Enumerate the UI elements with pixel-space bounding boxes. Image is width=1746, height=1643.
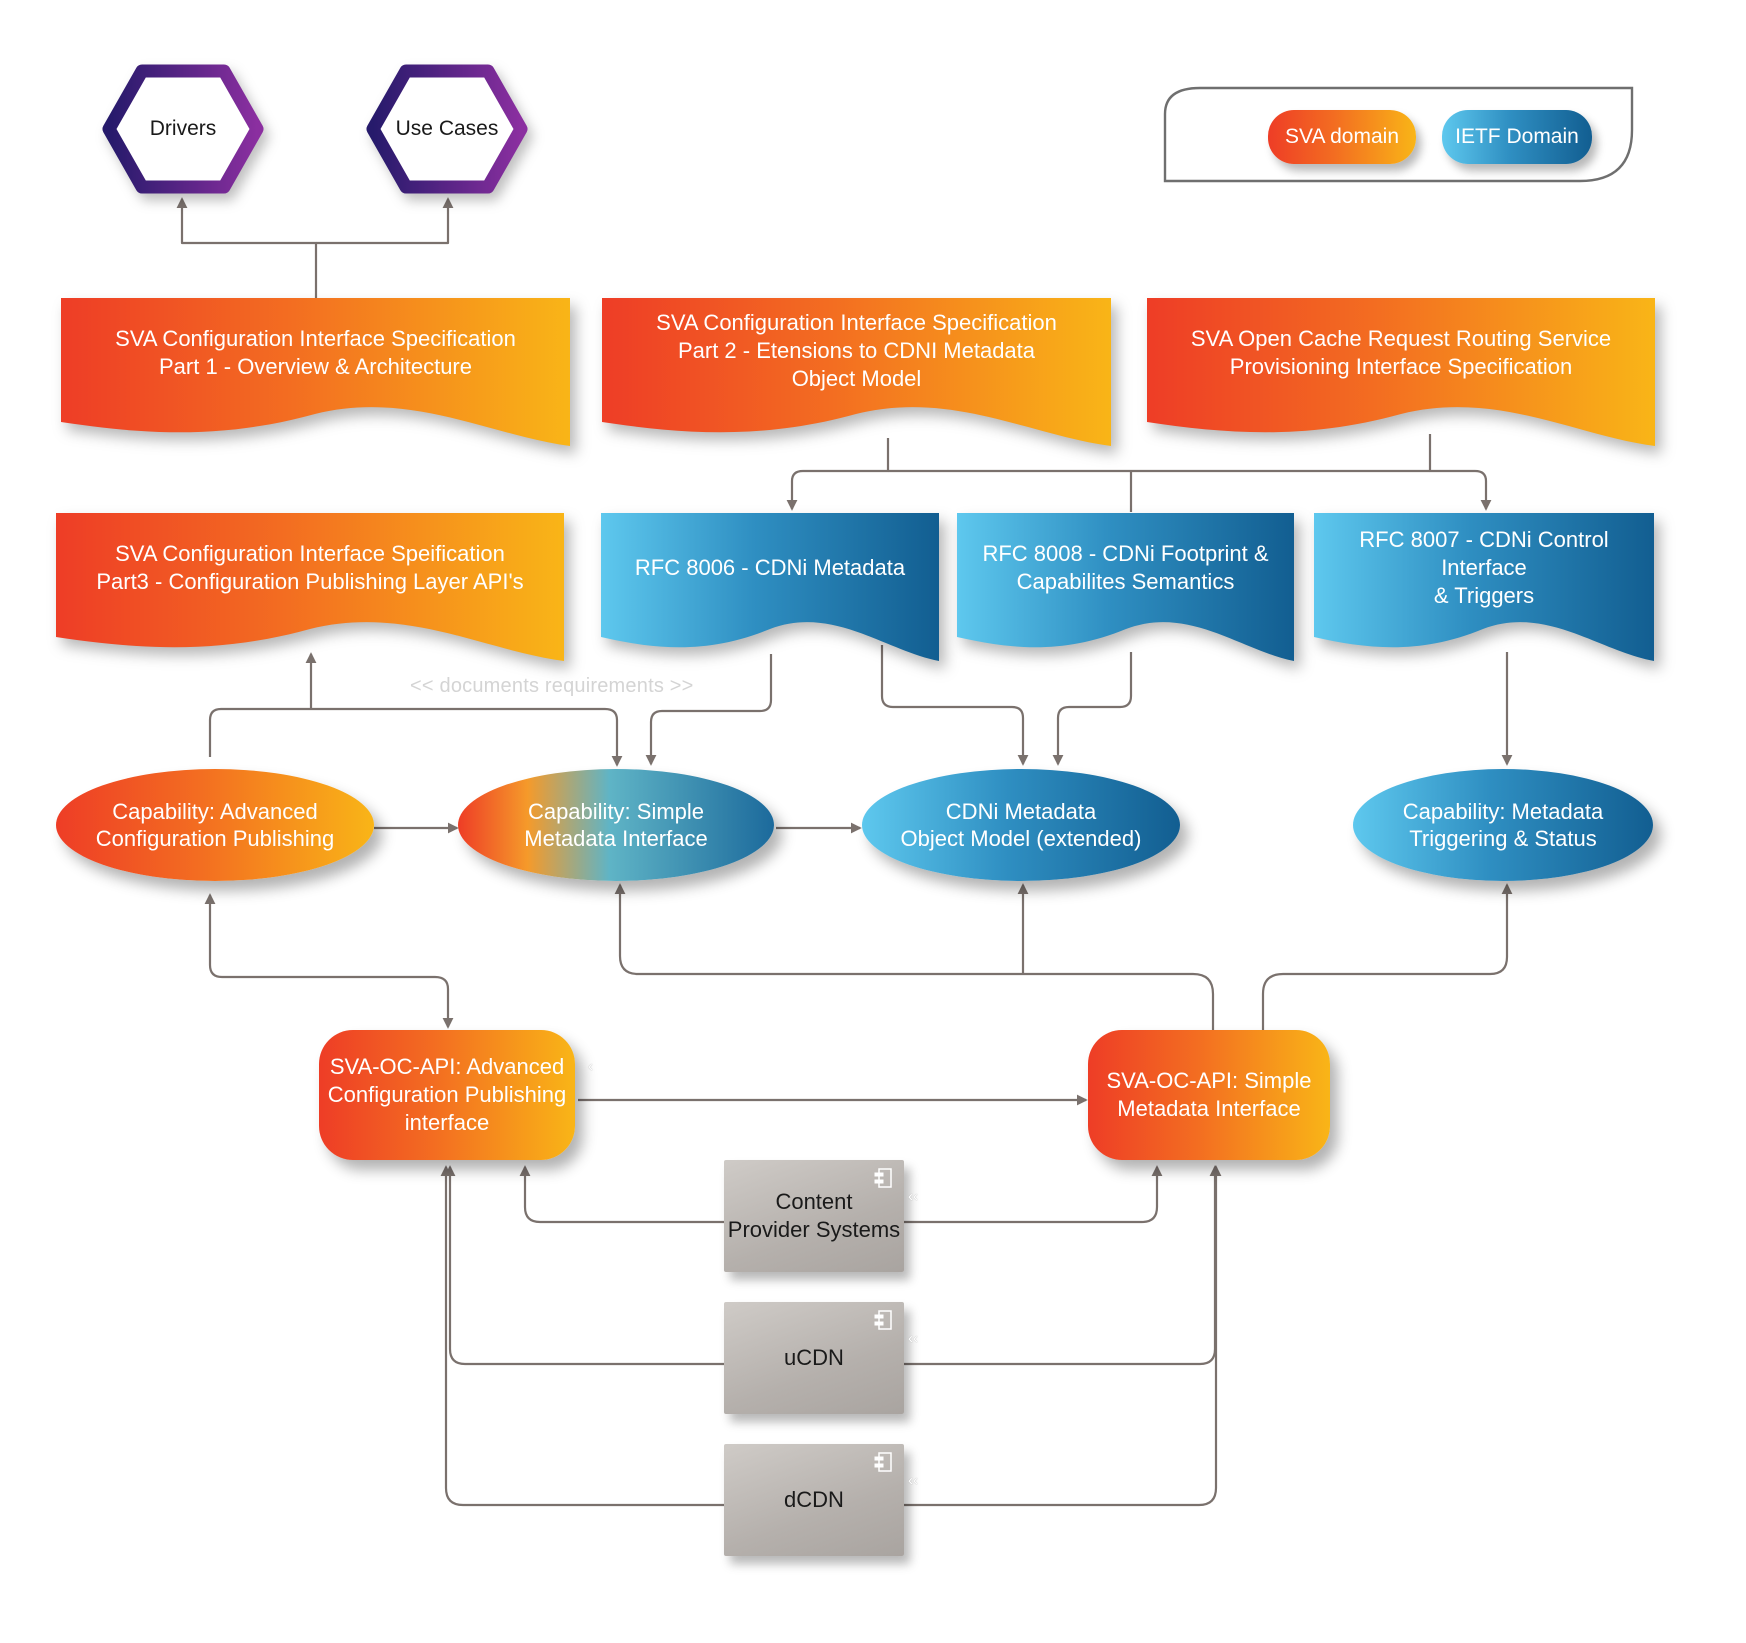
hexagon-shape <box>102 64 264 194</box>
wire-ucdn-apiadv <box>444 1165 724 1366</box>
doc-sva-part2[interactable]: SVA Configuration Interface Specificatio… <box>602 298 1111 448</box>
capability-triggering-label: Capability: Metadata Triggering & Status <box>1402 799 1604 851</box>
doc-sva-part2-label: SVA Configuration Interface Specificatio… <box>656 310 1057 391</box>
doc-sva-ocrr-label: SVA Open Cache Request Routing Service P… <box>1190 326 1612 379</box>
stereotype-chevron: ‹‹ <box>908 1188 918 1205</box>
doc-rfc8007-label: RFC 8007 - CDNi Control Interface & Trig… <box>1359 527 1609 608</box>
wire-rfc8006-objmodel <box>880 645 1029 766</box>
api-advanced-label: SVA-OC-API: Advanced Configuration Publi… <box>327 1054 567 1135</box>
doc-rfc8006[interactable]: RFC 8006 - CDNi Metadata <box>601 513 939 663</box>
wire-cp-apiadv <box>519 1165 724 1224</box>
capability-advanced-configuration-publishing[interactable]: Capability: Advanced Configuration Publi… <box>56 769 374 881</box>
wire-part3-capadv <box>208 707 623 767</box>
wire-cp-apisimple <box>904 1165 1163 1224</box>
component-content-provider-systems[interactable]: Content Provider Systems <box>724 1160 904 1272</box>
capability-simple-metadata-interface[interactable]: Capability: Simple Metadata Interface <box>458 769 774 881</box>
wire-api-simple-capsimple <box>614 883 1215 1030</box>
document-shape <box>602 298 1111 446</box>
wire-bus-rfc8008 <box>888 469 1430 512</box>
relation-label-documents-requirements: << documents requirements >> <box>410 675 694 697</box>
doc-rfc8007[interactable]: RFC 8007 - CDNi Control Interface & Trig… <box>1314 513 1654 663</box>
hex-drivers[interactable]: Drivers <box>102 64 264 194</box>
component-ucdn-label: uCDN <box>784 1345 844 1370</box>
component-ucdn[interactable]: uCDN <box>724 1302 904 1414</box>
wire-dcdn-apiadv <box>440 1165 724 1507</box>
wire-api-simple-trigger <box>1261 883 1513 1030</box>
document-shape <box>957 513 1294 661</box>
doc-sva-ocrr[interactable]: SVA Open Cache Request Routing Service P… <box>1147 298 1655 448</box>
doc-sva-part3[interactable]: SVA Configuration Interface Speification… <box>56 513 564 663</box>
hex-drivers-label: Drivers <box>149 117 217 140</box>
wire-part1-usecases <box>316 197 454 245</box>
api-advanced-configuration-publishing[interactable]: SVA-OC-API: Advanced Configuration Publi… <box>319 1030 575 1160</box>
component-dcdn[interactable]: dCDN <box>724 1444 904 1556</box>
doc-sva-part3-label: SVA Configuration Interface Speification… <box>96 541 524 594</box>
component-icon <box>874 1168 892 1188</box>
hex-use-cases[interactable]: Use Cases <box>366 64 528 194</box>
capability-simple-label: Capability: Simple Metadata Interface <box>524 799 708 851</box>
hexagon-shape <box>366 64 528 194</box>
cdni-metadata-object-model[interactable]: CDNi Metadata Object Model (extended) <box>862 769 1180 881</box>
document-shape <box>56 513 564 661</box>
wire-ocrr-rfc8007 <box>1428 434 1492 511</box>
component-content-provider-label: Content Provider Systems <box>727 1189 901 1242</box>
document-shape <box>601 513 939 661</box>
doc-rfc8008-label: RFC 8008 - CDNi Footprint & Capabilites … <box>982 541 1269 594</box>
legend-ietf-domain: IETF Domain <box>1442 110 1592 164</box>
object-model-label: CDNi Metadata Object Model (extended) <box>900 799 1142 851</box>
wire-part1-drivers <box>176 197 318 298</box>
wire-ucdn-apisimple <box>904 1165 1221 1366</box>
component-dcdn-label: dCDN <box>784 1487 844 1512</box>
wire-part2-rfc8006 <box>786 438 890 511</box>
stereotype-chevron: ‹‹ <box>908 1330 918 1347</box>
document-shape <box>1314 513 1654 661</box>
doc-sva-part1-label: SVA Configuration Interface Specificatio… <box>115 326 516 379</box>
doc-rfc8006-label: RFC 8006 - CDNi Metadata <box>634 555 906 580</box>
component-icon <box>874 1310 892 1330</box>
legend-sva-domain: SVA domain <box>1268 110 1416 164</box>
wire-rfc8008-objmodel <box>1052 652 1133 766</box>
stereotype-chevron: ‹ <box>588 1058 593 1075</box>
doc-sva-part1[interactable]: SVA Configuration Interface Specificatio… <box>61 298 570 448</box>
stereotype-chevron: ‹‹ <box>908 1472 918 1489</box>
component-icon <box>874 1452 892 1472</box>
document-shape <box>1147 298 1655 446</box>
wire-dcdn-apisimple <box>904 1165 1222 1507</box>
doc-rfc8008[interactable]: RFC 8008 - CDNi Footprint & Capabilites … <box>957 513 1294 663</box>
document-shape <box>61 298 570 446</box>
api-simple-metadata-interface[interactable]: SVA-OC-API: Simple Metadata Interface <box>1088 1030 1330 1160</box>
capability-metadata-triggering-status[interactable]: Capability: Metadata Triggering & Status <box>1353 769 1653 881</box>
api-simple-label: SVA-OC-API: Simple Metadata Interface <box>1106 1068 1312 1121</box>
hex-use-cases-label: Use Cases <box>395 117 499 140</box>
wire-api-adv-capadv <box>204 893 454 1029</box>
wire-rfc8006-simple <box>645 654 773 766</box>
capability-advanced-label: Capability: Advanced Configuration Publi… <box>95 799 335 851</box>
